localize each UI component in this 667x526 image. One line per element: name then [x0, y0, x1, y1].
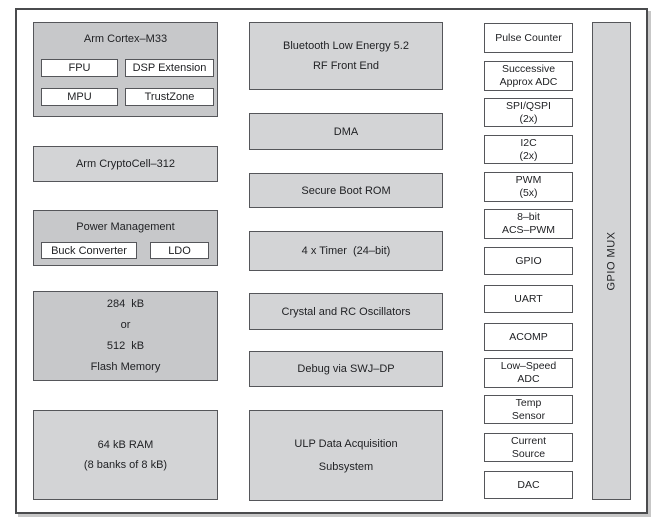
ram-size-label: 64 kB RAM: [97, 439, 154, 451]
block-pulse-counter: Pulse Counter: [484, 23, 573, 53]
mpu-label: MPU: [67, 91, 92, 103]
block-sar-adc: Successive Approx ADC: [484, 61, 573, 91]
current-source-label-line-1: Current: [510, 434, 546, 447]
block-ram: 64 kB RAM (8 banks of 8 kB): [33, 410, 218, 500]
crystal-rc-oscillators-label: Crystal and RC Oscillators: [281, 305, 411, 318]
dsp-extension-label: DSP Extension: [132, 62, 207, 74]
flash-size-line-2: 512 kB: [106, 340, 145, 352]
block-current-source: Current Source: [484, 433, 573, 462]
timer-label: 4 x Timer (24–bit): [301, 245, 391, 257]
block-timer: 4 x Timer (24–bit): [249, 231, 443, 271]
block-acs-pwm: 8–bit ACS–PWM: [484, 209, 573, 239]
ram-banks-label: (8 banks of 8 kB): [83, 459, 168, 471]
current-source-label-line-2: Source: [511, 447, 546, 460]
block-debug-swj-dp: Debug via SWJ–DP: [249, 351, 443, 387]
flash-or-line: or: [120, 319, 131, 331]
temp-sensor-label-line-2: Sensor: [511, 409, 546, 422]
pwm-label-line-1: PWM: [515, 174, 542, 186]
trustzone-label: TrustZone: [144, 91, 195, 103]
acomp-label: ACOMP: [509, 330, 548, 343]
block-dma: DMA: [249, 113, 443, 150]
spi-qspi-label-line-2: (2x): [519, 112, 538, 125]
block-trustzone: TrustZone: [125, 88, 214, 106]
block-uart: UART: [484, 285, 573, 313]
spi-qspi-label-line-1: SPI/QSPI: [506, 99, 551, 112]
ulp-label-line-2: Subsystem: [318, 460, 374, 473]
block-arm-cryptocell: Arm CryptoCell–312: [33, 146, 218, 182]
ulp-label-line-1: ULP Data Acquisition: [294, 437, 398, 450]
block-secure-boot-rom: Secure Boot ROM: [249, 173, 443, 208]
block-gpio: GPIO: [484, 247, 573, 275]
block-acomp: ACOMP: [484, 323, 573, 351]
block-fpu: FPU: [41, 59, 118, 77]
gpio-mux-label: GPIO MUX: [605, 231, 618, 291]
temp-sensor-label-line-1: Temp: [515, 396, 542, 409]
block-pwm: PWM (5x): [484, 172, 573, 202]
low-speed-adc-label-line-1: Low–Speed: [500, 360, 557, 372]
block-power-management: Power Management Buck Converter LDO: [33, 210, 218, 266]
block-buck-converter: Buck Converter: [41, 242, 137, 259]
block-arm-cortex-m33: Arm Cortex–M33 FPU DSP Extension MPU Tru…: [33, 22, 218, 117]
block-i2c: I2C (2x): [484, 135, 573, 164]
sar-adc-label-line-2: Approx ADC: [499, 76, 558, 88]
debug-swj-dp-label: Debug via SWJ–DP: [297, 363, 395, 375]
buck-converter-label: Buck Converter: [51, 244, 127, 257]
sar-adc-label-line-1: Successive: [501, 63, 556, 75]
pwm-label-line-2: (5x): [519, 187, 538, 199]
bluetooth-label-line-1: Bluetooth Low Energy 5.2: [283, 40, 409, 52]
block-temp-sensor: Temp Sensor: [484, 395, 573, 424]
fpu-label: FPU: [68, 62, 91, 74]
dac-label: DAC: [517, 478, 540, 491]
flash-memory-label: Flash Memory: [90, 361, 161, 373]
acs-pwm-label-line-2: ACS–PWM: [501, 224, 556, 236]
i2c-label-line-2: (2x): [519, 149, 538, 162]
arm-cortex-m33-label: Arm Cortex–M33: [83, 33, 168, 45]
uart-label: UART: [514, 292, 543, 305]
block-gpio-mux: GPIO MUX: [592, 22, 631, 500]
low-speed-adc-label-line-2: ADC: [517, 373, 540, 385]
arm-cryptocell-label: Arm CryptoCell–312: [75, 158, 176, 170]
block-crystal-rc-oscillators: Crystal and RC Oscillators: [249, 293, 443, 330]
pulse-counter-label: Pulse Counter: [495, 31, 562, 44]
acs-pwm-label-line-1: 8–bit: [517, 211, 540, 223]
block-ble-rf-front-end: Bluetooth Low Energy 5.2 RF Front End: [249, 22, 443, 90]
block-dsp-extension: DSP Extension: [125, 59, 214, 77]
block-ulp-data-acquisition: ULP Data Acquisition Subsystem: [249, 410, 443, 501]
block-flash-memory: 284 kB or 512 kB Flash Memory: [33, 291, 218, 381]
flash-size-line-1: 284 kB: [106, 298, 145, 310]
power-management-label: Power Management: [76, 221, 175, 233]
secure-boot-rom-label: Secure Boot ROM: [301, 184, 391, 197]
i2c-label-line-1: I2C: [520, 136, 537, 149]
block-dac: DAC: [484, 471, 573, 499]
gpio-label: GPIO: [515, 254, 542, 267]
block-mpu: MPU: [41, 88, 118, 106]
ldo-label: LDO: [168, 244, 191, 257]
block-spi-qspi: SPI/QSPI (2x): [484, 98, 573, 127]
block-ldo: LDO: [150, 242, 209, 259]
dma-label: DMA: [333, 125, 359, 138]
bluetooth-label-line-2: RF Front End: [312, 60, 380, 72]
block-low-speed-adc: Low–Speed ADC: [484, 358, 573, 388]
